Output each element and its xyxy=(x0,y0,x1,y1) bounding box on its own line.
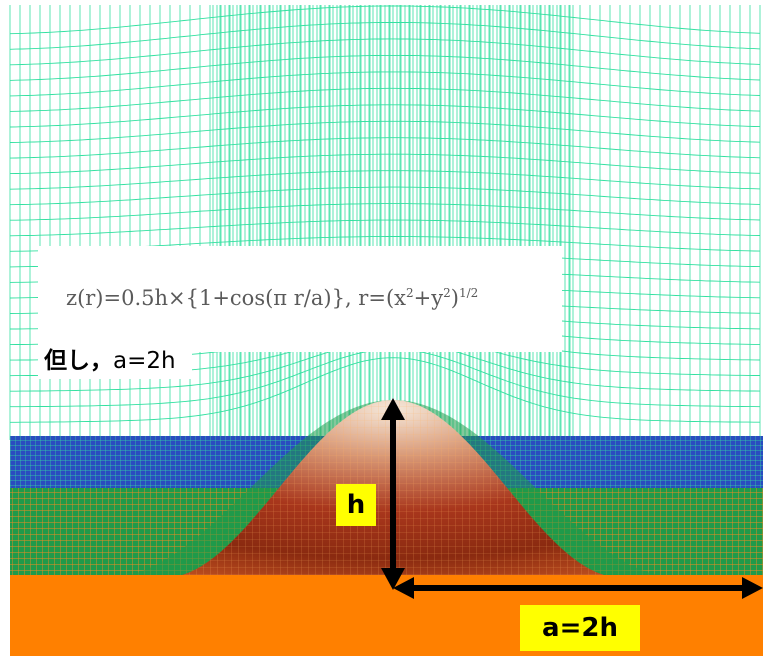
formula-text: +y xyxy=(413,286,444,310)
mesh-line xyxy=(9,87,761,112)
mesh-line xyxy=(9,71,761,97)
height-arrow xyxy=(381,398,405,590)
mesh-line xyxy=(10,357,760,423)
width-label: a=2h xyxy=(520,605,640,651)
mesh-line xyxy=(9,137,761,159)
hill-shape-formula: z(r)=0.5h×{1+cos(π r/a)}, r=(x2+y2)1/2 xyxy=(66,286,478,310)
width-arrow xyxy=(393,577,763,599)
mesh-line xyxy=(9,22,761,50)
formula-text: z(r)=0.5h×{1+cos(π r/a)}, r=(x xyxy=(66,286,406,310)
mesh-line xyxy=(9,120,761,143)
condition-note: 但し，a=2h xyxy=(38,343,192,379)
mesh-line xyxy=(9,170,761,190)
mesh-line xyxy=(9,5,761,35)
height-label: h xyxy=(336,484,376,526)
condition-value: a=2h xyxy=(113,348,176,374)
formula-box: z(r)=0.5h×{1+cos(π r/a)}, r=(x2+y2)1/2 xyxy=(38,246,562,352)
mesh-line xyxy=(9,186,761,206)
formula-exponent: 2 xyxy=(405,286,414,300)
formula-exponent: 2 xyxy=(443,286,451,300)
mesh-line xyxy=(9,38,761,66)
mesh-line xyxy=(10,203,761,221)
mesh-line xyxy=(9,54,761,81)
formula-text: ) xyxy=(450,286,459,310)
formula-exponent: 1/2 xyxy=(458,286,479,300)
condition-prefix: 但し， xyxy=(44,348,113,374)
mesh-line xyxy=(9,153,761,175)
mesh-line xyxy=(9,219,761,237)
mesh-line xyxy=(9,104,761,128)
